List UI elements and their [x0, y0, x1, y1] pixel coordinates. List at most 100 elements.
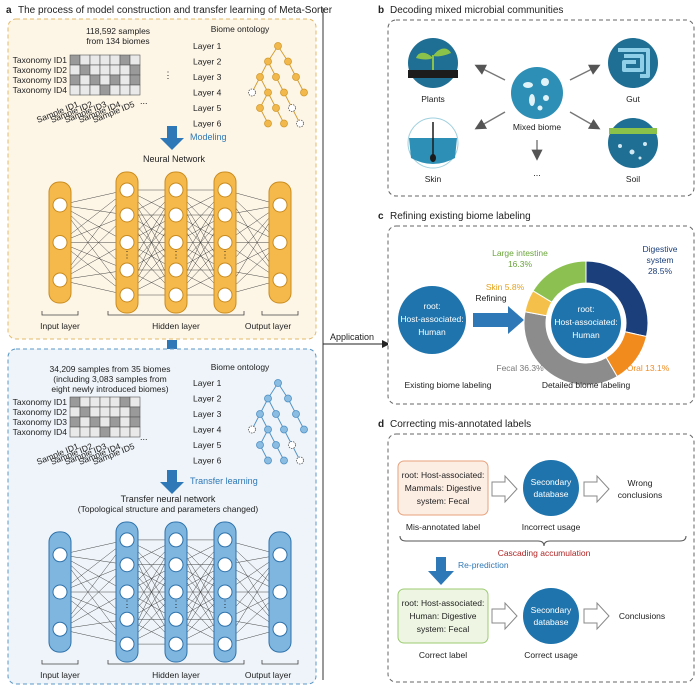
top-net-neuron: [217, 262, 233, 278]
top-net-neuron: [217, 235, 233, 250]
bottom-matrix-cell: [109, 406, 121, 418]
bottom-tree-node: [248, 425, 256, 434]
bottom-matrix-row-label: Taxonomy ID3: [13, 417, 68, 427]
arrow-to-plants: [474, 64, 506, 81]
bottom-output-layer-label: Output layer: [245, 670, 291, 680]
bottom-tree-layer-label: Layer 2: [193, 394, 222, 404]
bottom-net-neuron: [119, 557, 135, 573]
bottom-tree-node: [256, 441, 264, 449]
top-matrix-row-label: Taxonomy ID4: [13, 85, 68, 95]
bottom-matrix-hellipsis: ...: [140, 432, 148, 442]
top-tree-node: [264, 88, 272, 97]
transfer-network-title: Transfer neural network: [121, 494, 216, 504]
arrow-to-conclusions: [583, 601, 610, 631]
soil-particle-4: [638, 156, 642, 160]
top-input-layer-label: Input layer: [40, 321, 80, 331]
bottom-net-neuron: [272, 621, 288, 637]
top-matrix-cell: [109, 84, 121, 96]
bottom-tree-layer-label: Layer 3: [193, 409, 222, 419]
arrow-to-db1: [491, 474, 518, 504]
bottom-net-neuron: [119, 532, 135, 548]
bottom-matrix-cell: [89, 416, 101, 428]
top-tree-node: [264, 57, 272, 66]
top-net-neuron: [168, 182, 184, 198]
hair-follicle: [430, 154, 436, 162]
top-tree-node: [284, 57, 292, 66]
top-net-neuron: [52, 272, 68, 288]
bottom-matrix-cell: [99, 416, 111, 428]
bottom-tree-node: [292, 410, 300, 418]
top-matrix-ellipsis: ⋮: [164, 70, 173, 80]
bottom-tree-layer-label: Layer 4: [193, 425, 222, 435]
microbe-3: [529, 94, 535, 106]
arrow-to-db2: [491, 601, 518, 631]
existing-caption: Existing biome labeling: [405, 380, 492, 390]
top-tree-node: [288, 104, 296, 112]
arrow-to-soil: [569, 111, 601, 130]
top-tree-layer-label: Layer 6: [193, 119, 222, 129]
bottom-tree-layer-label: Layer 5: [193, 440, 222, 450]
bottom-tree-node: [274, 379, 282, 387]
transfer-network-subtitle: (Topological structure and parameters ch…: [78, 504, 259, 514]
transfer-arrow: [160, 470, 184, 494]
top-net-neuron: [52, 235, 68, 250]
top-tree-node: [272, 73, 280, 81]
top-matrix-cell: [119, 84, 131, 96]
cascading-brace: [399, 535, 687, 547]
top-matrix-cell: [109, 64, 121, 76]
bottom-net-neuron: [168, 636, 184, 652]
top-matrix-cell: [69, 54, 81, 66]
donut-slice-large-intestine: [532, 260, 587, 303]
refining-arrow: [473, 306, 524, 334]
bottom-tree-node: [296, 456, 304, 465]
bottom-tree-layer-label: Layer 1: [193, 378, 222, 388]
slice-label-digestive-3: 28.5%: [648, 266, 673, 276]
top-net-layer-bracket: [41, 311, 79, 316]
bottom-net-neuron: [119, 611, 135, 627]
bottom-net-layer-bracket: [261, 660, 299, 665]
bottom-net-neuron: [52, 584, 68, 600]
top-matrix-cell: [129, 84, 141, 96]
bottom-hidden-layer-label: Hidden layer: [152, 670, 200, 680]
wrong-conclusions-line2: conclusions: [618, 490, 662, 500]
soil-particle-3: [643, 142, 647, 146]
application-label: Application: [330, 332, 374, 342]
panel-d-title: Correcting mis-annotated labels: [390, 419, 531, 430]
top-net-neuron: [217, 287, 233, 303]
cascading-label: Cascading accumulation: [498, 548, 591, 558]
top-matrix-cell: [89, 64, 101, 76]
top-matrix-cell: [79, 64, 91, 76]
slice-label-skin: Skin 5.8%: [486, 282, 525, 292]
top-net-neuron: [119, 182, 135, 198]
existing-label-node: [398, 286, 466, 354]
top-matrix-cell: [119, 74, 131, 86]
wrong-conclusions-line1: Wrong: [628, 478, 653, 488]
bottom-tree-node: [264, 456, 272, 465]
top-matrix-cell: [129, 74, 141, 86]
conclusions-label: Conclusions: [619, 611, 665, 621]
top-matrix-cell: [89, 74, 101, 86]
bottom-matrix-cell: [89, 396, 101, 408]
bottom-matrix-cell: [69, 396, 81, 408]
correct-label-caption: Correct label: [419, 650, 467, 660]
arrow-to-wrong-conclusions: [583, 474, 610, 504]
slice-label-large-intestine-2: 16.3%: [508, 259, 533, 269]
neural-network: ⋮⋮⋮: [41, 171, 299, 316]
top-samples-line1: 118,592 samples: [86, 26, 150, 36]
wrong-label-line1: root: Host-associated:: [402, 470, 485, 480]
bottom-tree-node: [300, 425, 308, 434]
bottom-matrix-cell: [99, 426, 111, 438]
bottom-matrix-cell: [109, 416, 121, 428]
mixed-biome-label: Mixed biome: [513, 122, 561, 132]
bottom-net-neuron: [168, 584, 184, 600]
bottom-net-neuron: [217, 636, 233, 652]
top-matrix-cell: [79, 84, 91, 96]
top-matrix-cell: [69, 84, 81, 96]
existing-node-line1: root:: [423, 301, 440, 311]
correct-label-line2: Human: Digestive: [409, 611, 476, 621]
panel-c-title: Refining existing biome labeling: [390, 211, 531, 222]
mixed-biome-icon: [511, 67, 563, 119]
bottom-matrix-cell: [69, 406, 81, 418]
